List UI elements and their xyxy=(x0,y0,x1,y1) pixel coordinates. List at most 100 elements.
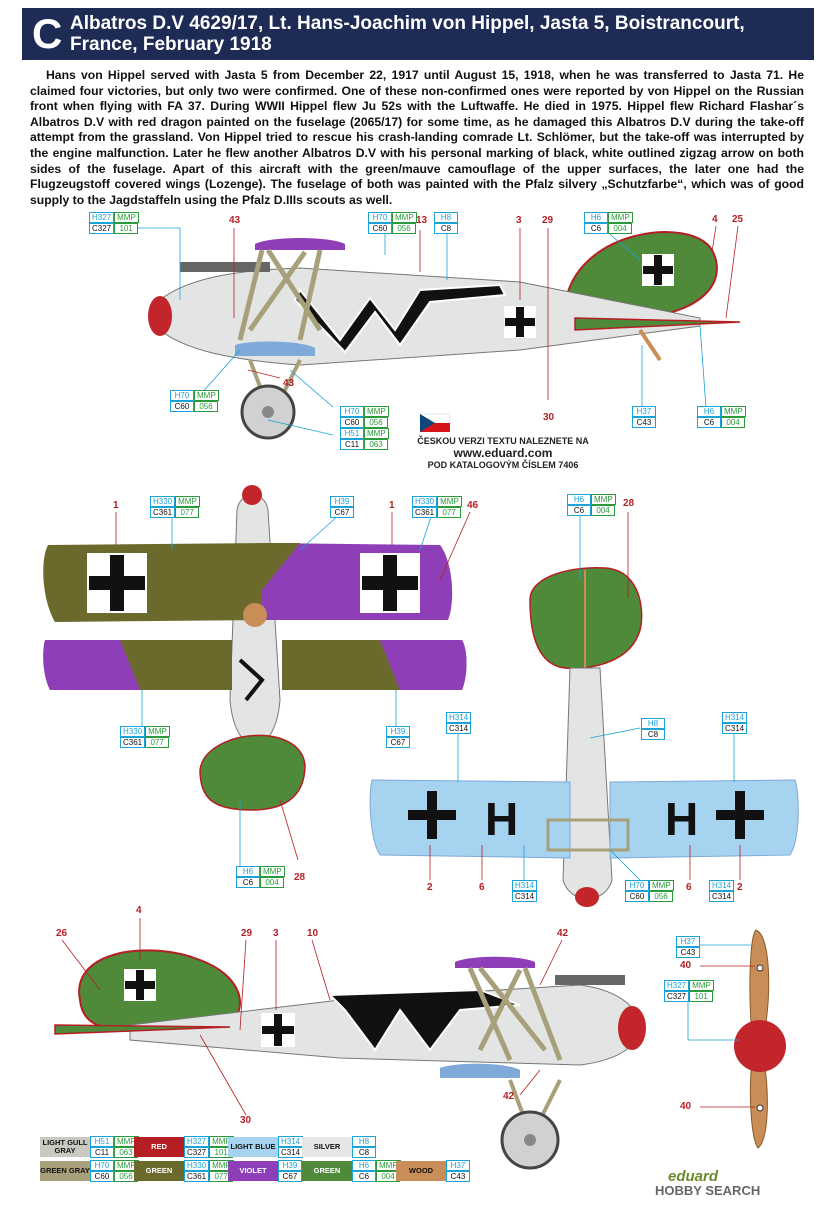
callout-mmp: MMP xyxy=(591,494,616,505)
callout-h314: H314 C314 xyxy=(722,712,748,734)
callout-h: H314 xyxy=(446,712,472,723)
legend-h: H37 xyxy=(446,1160,470,1171)
side-view-right xyxy=(54,918,646,1170)
callout-c: C6 xyxy=(697,417,721,428)
czech-flag xyxy=(419,413,451,432)
legend-c: C8 xyxy=(352,1147,376,1158)
legend-h: H51 xyxy=(90,1136,114,1147)
decal-number: 13 xyxy=(416,215,428,226)
legend-c: C67 xyxy=(278,1171,302,1182)
czech-line2: POD KATALOGOVÝM ČÍSLEM 7406 xyxy=(427,460,579,470)
decal-number: 2 xyxy=(427,882,433,893)
callout-mmp: MMP xyxy=(364,406,389,417)
callout-mmp-num: 004 xyxy=(721,417,745,428)
legend-c: C11 xyxy=(90,1147,114,1158)
callout-h8: H8 C8 xyxy=(641,718,665,740)
callout-c: C314 xyxy=(722,723,748,734)
callout-c: C314 xyxy=(709,891,735,902)
description-text: Hans von Hippel served with Jasta 5 from… xyxy=(30,68,804,208)
legend-swatch: GREEN GRAY xyxy=(40,1161,90,1181)
callout-mmp: MMP xyxy=(608,212,633,223)
decal-number: 42 xyxy=(503,1091,515,1102)
callout-mmp-num: 004 xyxy=(608,223,632,234)
legend-item: WOOD H37 C43 xyxy=(396,1160,470,1182)
callout-h: H70 xyxy=(340,406,364,417)
callout-h: H39 xyxy=(330,496,354,507)
callout-c: C60 xyxy=(340,417,364,428)
decal-number: 25 xyxy=(732,214,744,225)
callout-h: H314 xyxy=(512,880,538,891)
svg-text:H: H xyxy=(665,793,698,845)
callout-c: C361 xyxy=(120,737,146,748)
decal-number: 29 xyxy=(241,928,253,939)
scheme-title: Albatros D.V 4629/17, Lt. Hans-Joachim v… xyxy=(70,13,745,55)
callout-c: C8 xyxy=(434,223,458,234)
callout-c: C6 xyxy=(567,505,591,516)
callout-mmp: MMP xyxy=(175,496,200,507)
callout-c: C67 xyxy=(386,737,410,748)
legend-swatch: GREEN xyxy=(134,1161,184,1181)
callout-mmp-num: 077 xyxy=(145,737,170,748)
legend-swatch: WOOD xyxy=(396,1161,446,1181)
decal-number: 4 xyxy=(712,214,718,225)
callout-c: C11 xyxy=(340,439,364,450)
callout-mmp: MMP xyxy=(437,496,462,507)
decal-number: 1 xyxy=(389,500,395,511)
callout-mmp-num: 004 xyxy=(591,505,615,516)
callout-h314: H314 C314 xyxy=(709,880,735,902)
callout-h314: H314 C314 xyxy=(446,712,472,734)
callout-h: H330 xyxy=(150,496,176,507)
czech-note: ČESKOU VERZI TEXTU NALEZNETE NA www.edua… xyxy=(398,436,608,470)
decal-number: 43 xyxy=(283,378,295,389)
callout-c: C8 xyxy=(641,729,665,740)
scheme-letter: C xyxy=(32,10,63,57)
eduard-logo: eduard xyxy=(668,1168,719,1185)
callout-h: H8 xyxy=(641,718,665,729)
legend-swatch: LIGHT BLUE xyxy=(228,1137,278,1157)
callout-c: C6 xyxy=(236,877,260,888)
callout-h: H70 xyxy=(368,212,392,223)
decal-number: 3 xyxy=(273,928,279,939)
decal-number: 40 xyxy=(680,1101,692,1112)
legend-swatch: VIOLET xyxy=(228,1161,278,1181)
decal-number: 2 xyxy=(737,882,743,893)
callout-c: C60 xyxy=(170,401,194,412)
decal-number: 46 xyxy=(467,500,479,511)
legend-swatch: SILVER xyxy=(302,1137,352,1157)
legend-item: SILVER H8 C8 xyxy=(302,1136,376,1158)
callout-c: C67 xyxy=(330,507,354,518)
callout-h: H327 xyxy=(664,980,690,991)
callout-h: H330 xyxy=(120,726,146,737)
decal-number: 6 xyxy=(479,882,485,893)
eduard-url[interactable]: www.eduard.com xyxy=(453,446,553,460)
callout-h: H51 xyxy=(340,428,364,439)
callout-c: C6 xyxy=(584,223,608,234)
callout-h314: H314 C314 xyxy=(512,880,538,902)
decal-number: 42 xyxy=(557,928,569,939)
legend-swatch: RED xyxy=(134,1137,184,1157)
decal-number: 10 xyxy=(307,928,319,939)
callout-c: C60 xyxy=(368,223,392,234)
legend-swatch: LIGHT GULL GRAY xyxy=(40,1137,90,1157)
callout-mmp-num: 077 xyxy=(175,507,200,518)
legend-h: H6 xyxy=(352,1160,376,1171)
callout-h8: H8 C8 xyxy=(434,212,458,234)
callout-mmp-num: 056 xyxy=(194,401,218,412)
decal-number: 1 xyxy=(113,500,119,511)
legend-item: LIGHT BLUE H314 C314 xyxy=(228,1136,304,1158)
callout-c: C43 xyxy=(632,417,656,428)
callout-c: C361 xyxy=(150,507,176,518)
